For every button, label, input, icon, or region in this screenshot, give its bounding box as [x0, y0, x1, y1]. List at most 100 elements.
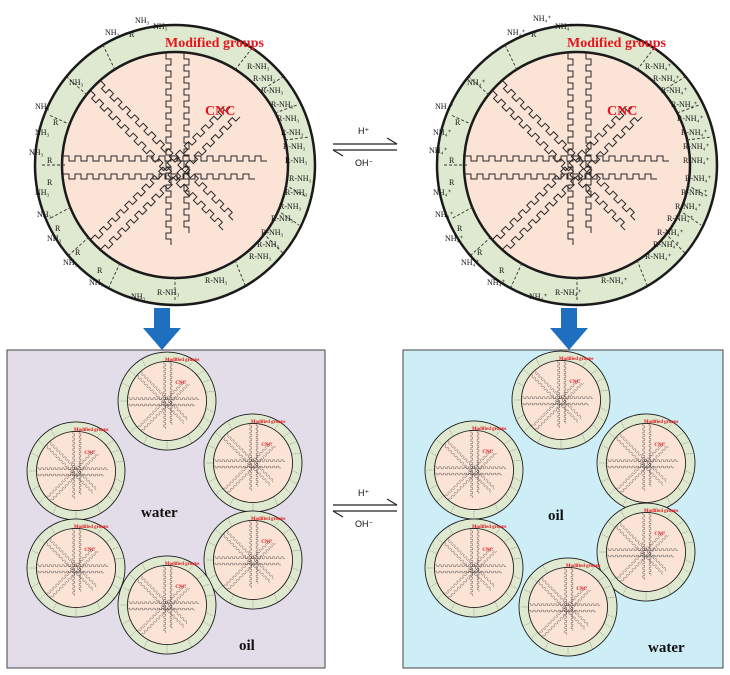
- chain-label: R-NH₄⁺: [667, 214, 694, 223]
- mini-modified-label: Modified groups: [472, 525, 507, 530]
- chain-label: R-NH₃: [271, 214, 294, 223]
- mini-modified-label: Modified groups: [559, 357, 594, 362]
- mini-modified-label: Modified groups: [165, 358, 200, 363]
- group-label: NH₄⁺: [429, 146, 448, 155]
- equilibrium-arrows-top: H⁺ OH⁻: [332, 126, 398, 168]
- linker-label: R: [499, 266, 505, 275]
- mini-cnc-label: CNC: [175, 381, 186, 386]
- mini-modified-label: Modified groups: [251, 517, 286, 522]
- chain-label: R-NH₄⁺: [645, 62, 672, 71]
- chain-label: R-NH₄⁺: [657, 228, 684, 237]
- group-label: NH₃: [47, 234, 62, 243]
- chain-label: R-NH₃: [253, 74, 276, 83]
- chain-label: R-NH₄⁺: [675, 202, 702, 211]
- chain-label: R-NH₃: [247, 62, 270, 71]
- group-label: NH₄⁺: [433, 188, 452, 197]
- linker-label: R: [47, 156, 53, 165]
- mini-cnc-label: CNC: [84, 451, 95, 456]
- linker-label: R: [129, 30, 135, 39]
- linker-label: R: [455, 118, 461, 127]
- mini-modified-label: Modified groups: [165, 562, 200, 567]
- mini-cnc-label: CNC: [175, 585, 186, 590]
- group-label: NH₄⁺: [433, 128, 452, 137]
- particle-mini: Modified groups CNC: [424, 420, 524, 520]
- chain-label: R-NH₃: [277, 114, 300, 123]
- linker-label: R: [449, 178, 455, 187]
- particle-mini: Modified groups CNC: [511, 350, 611, 450]
- group-label: NH₃: [35, 128, 50, 137]
- group-label: NH₄⁺: [555, 22, 574, 31]
- chain-label: R-NH₄⁺: [555, 288, 582, 297]
- chain-label: R-NH₄⁺: [645, 252, 672, 261]
- mini-cnc-label: CNC: [576, 587, 587, 592]
- chain-label: R-NH₃: [279, 202, 302, 211]
- particle-mini: Modified groups CNC: [424, 518, 524, 618]
- outer-phase-label: water: [648, 640, 685, 656]
- chain-label: R-NH₄⁺: [683, 156, 710, 165]
- chain-label: R-NH₃: [283, 142, 306, 151]
- particle-mini: Modified groups CNC: [117, 351, 217, 451]
- particle-mini: Modified groups CNC: [596, 413, 696, 513]
- linker-label: R: [47, 178, 53, 187]
- group-label: NH₃: [69, 78, 84, 87]
- chain-label: R-NH₃: [281, 128, 304, 137]
- chain-label: R-NH₃: [205, 276, 228, 285]
- group-label: NH₃: [35, 188, 50, 197]
- group-label: NH₃: [37, 210, 52, 219]
- outer-phase-label: oil: [239, 638, 255, 654]
- modified-groups-label: Modified groups: [165, 36, 264, 51]
- chain-label: R-NH₃: [249, 252, 272, 261]
- chain-label: R-NH₄⁺: [681, 188, 708, 197]
- inner-phase-label: water: [141, 505, 178, 521]
- particle-mini: Modified groups CNC: [26, 518, 126, 618]
- linker-label: R: [97, 266, 103, 275]
- mini-cnc-label: CNC: [261, 443, 272, 448]
- group-label: NH₃: [63, 258, 78, 267]
- particle-neutral: Modified groups CNC R-NH₃ R-NH₃ R-NH₃ R-…: [29, 16, 317, 307]
- group-label: NH₄⁺: [533, 14, 552, 23]
- group-label: NH₄⁺: [461, 258, 480, 267]
- group-label: NH₄⁺: [445, 234, 464, 243]
- mini-cnc-label: CNC: [84, 548, 95, 553]
- chain-label: R-NH₃: [285, 188, 308, 197]
- h-plus-label: H⁺: [358, 488, 369, 498]
- mini-cnc-label: CNC: [482, 450, 493, 455]
- mini-cnc-label: CNC: [569, 380, 580, 385]
- group-label: NH₃: [89, 278, 104, 287]
- oh-minus-label: OH⁻: [355, 519, 374, 529]
- linker-label: R: [531, 30, 537, 39]
- mini-modified-label: Modified groups: [566, 564, 601, 569]
- mini-modified-label: Modified groups: [644, 509, 679, 514]
- chain-label: R-NH₄⁺: [681, 128, 708, 137]
- particle-mini: Modified groups CNC: [596, 502, 696, 602]
- h-plus-label: H⁺: [358, 126, 369, 136]
- mini-cnc-label: CNC: [261, 540, 272, 545]
- particle-mini: Modified groups CNC: [518, 557, 618, 657]
- chain-label: R-NH₄⁺: [653, 74, 680, 83]
- cnc-label: CNC: [607, 104, 637, 119]
- oh-minus-label: OH⁻: [355, 158, 374, 168]
- chain-label: R-NH₄⁺: [661, 86, 688, 95]
- linker-label: R: [477, 248, 483, 257]
- linker-label: R: [457, 224, 463, 233]
- particle-mini: Modified groups CNC: [26, 421, 126, 521]
- chain-label: R-NH₃: [285, 156, 308, 165]
- chain-label: R-NH₄⁺: [683, 142, 710, 151]
- linker-label: R: [55, 224, 61, 233]
- emulsion-panel-left: Modified groups CNC Modified groups CNC …: [6, 349, 326, 669]
- emulsion-panel-right: Modified groups CNC Modified groups CNC …: [402, 349, 724, 669]
- group-label: NH₄⁺: [435, 102, 454, 111]
- mini-modified-label: Modified groups: [251, 420, 286, 425]
- group-label: NH₃: [153, 22, 168, 31]
- mini-cnc-label: CNC: [482, 548, 493, 553]
- mini-cnc-label: CNC: [654, 532, 665, 537]
- chain-label: R-NH₄⁺: [671, 100, 698, 109]
- particle-mini: Modified groups CNC: [117, 555, 217, 655]
- group-label: NH₃: [135, 16, 150, 25]
- linker-label: R: [53, 118, 59, 127]
- chain-label: R-NH₃: [261, 86, 284, 95]
- group-label: NH₄⁺: [507, 28, 526, 37]
- chain-label: R-NH₃: [157, 288, 180, 297]
- group-label: NH₃: [35, 102, 50, 111]
